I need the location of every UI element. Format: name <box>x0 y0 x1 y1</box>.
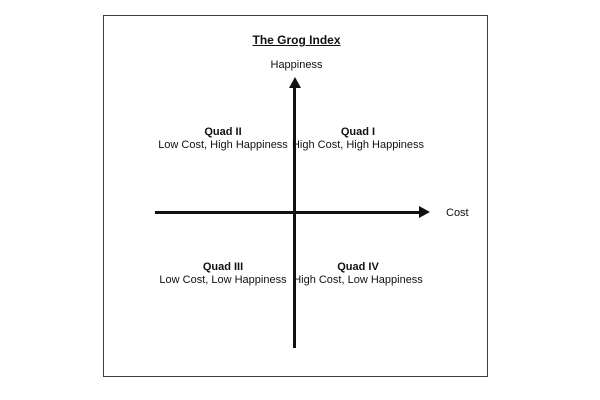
right-arrowhead-icon <box>419 206 430 218</box>
quadrant-3-block: Quad III Low Cost, Low Happiness <box>103 261 343 287</box>
quadrant-1-description: High Cost, High Happiness <box>291 139 425 151</box>
quadrant-4-block: Quad IV High Cost, Low Happiness <box>238 261 478 287</box>
quadrant-1-name: Quad I <box>340 126 376 138</box>
quadrant-1-block: Quad I High Cost, High Happiness <box>238 126 478 152</box>
x-axis-label: Cost <box>446 207 469 219</box>
quadrant-3-name: Quad III <box>202 261 244 273</box>
quadrant-2-description: Low Cost, High Happiness <box>158 139 288 151</box>
x-axis-line <box>155 211 420 214</box>
quadrant-2-name: Quad II <box>204 126 242 138</box>
up-arrowhead-icon <box>289 77 301 88</box>
y-axis-label: Happiness <box>270 59 323 71</box>
quadrant-3-description: Low Cost, Low Happiness <box>159 274 287 286</box>
diagram-title: The Grog Index <box>252 33 341 47</box>
quadrant-4-description: High Cost, Low Happiness <box>293 274 423 286</box>
quadrant-4-name: Quad IV <box>337 261 379 273</box>
quadrant-2-block: Quad II Low Cost, High Happiness <box>103 126 343 152</box>
y-axis-line <box>293 86 296 348</box>
